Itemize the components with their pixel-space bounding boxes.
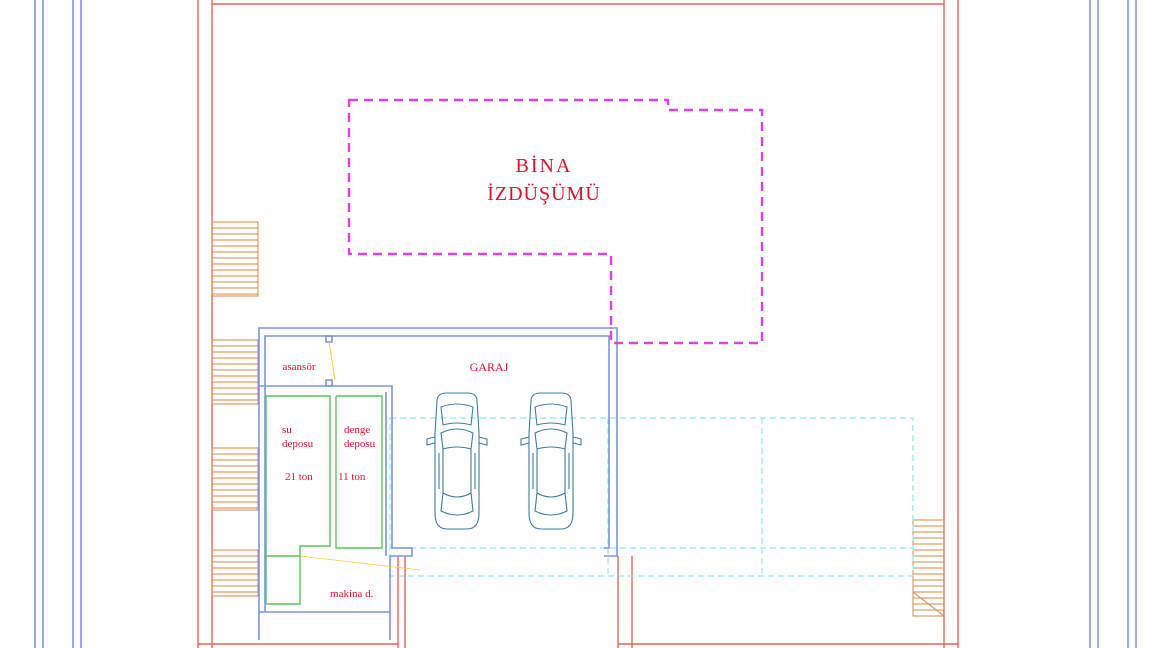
car-mirrors [520,436,582,446]
building-projection-outline [347,98,764,345]
balance-tank-capacity: 11 ton [338,471,366,483]
elevator-pillar-bottom [325,379,333,387]
elevator-door-line [328,341,336,381]
stair-flight [211,549,259,597]
lot-boundary [197,0,959,648]
car-rear-window [534,492,568,516]
car-rear-window [440,492,474,516]
car-roof-sides [536,449,566,493]
service-block-wall [259,385,413,640]
balance-tank-label-1: denge [344,424,370,436]
stair-diagonal [912,591,945,617]
garage-outer-wall [258,327,618,640]
car-icon [520,392,582,530]
garage-label: GARAJ [470,360,509,374]
water-tank-outline [265,395,331,605]
car-mirrors [426,436,488,446]
car-door-lines [532,453,570,489]
car-body [528,392,574,530]
water-tank-label-2: deposu [282,438,314,450]
pump-line [299,555,421,571]
car-body [434,392,480,530]
building-projection-label-2: İZDÜŞÜMÜ [487,182,601,205]
building-projection-label-1: BİNA [516,154,573,177]
stair-flight [211,221,259,297]
garage-inner-wall [264,335,610,612]
stair-flight [211,339,259,405]
tanks [265,395,383,605]
balance-tank-label-2: deposu [344,438,376,450]
car-hood-line [534,403,568,426]
car-hood-line [440,403,474,426]
garage-walls [258,327,618,640]
balance-tank-outline [335,395,383,549]
elevator-pillar-top [325,335,333,343]
elevator-label: asansör [283,361,316,373]
car-windshield [534,428,568,450]
stair-flight [211,447,259,511]
machine-room-label: makina d. [330,588,374,600]
stairs-left [211,221,259,597]
car-windshield [440,428,474,450]
car-roof-sides [442,449,472,493]
water-tank-label-1: su [282,424,292,436]
driveway-ramp [389,417,914,577]
driveway-outline [389,417,914,577]
car-door-lines [438,453,476,489]
stairs-right [912,519,945,617]
water-tank-capacity: 21 ton [285,471,313,483]
car-icon [426,392,488,530]
setback-lines [34,0,1137,648]
